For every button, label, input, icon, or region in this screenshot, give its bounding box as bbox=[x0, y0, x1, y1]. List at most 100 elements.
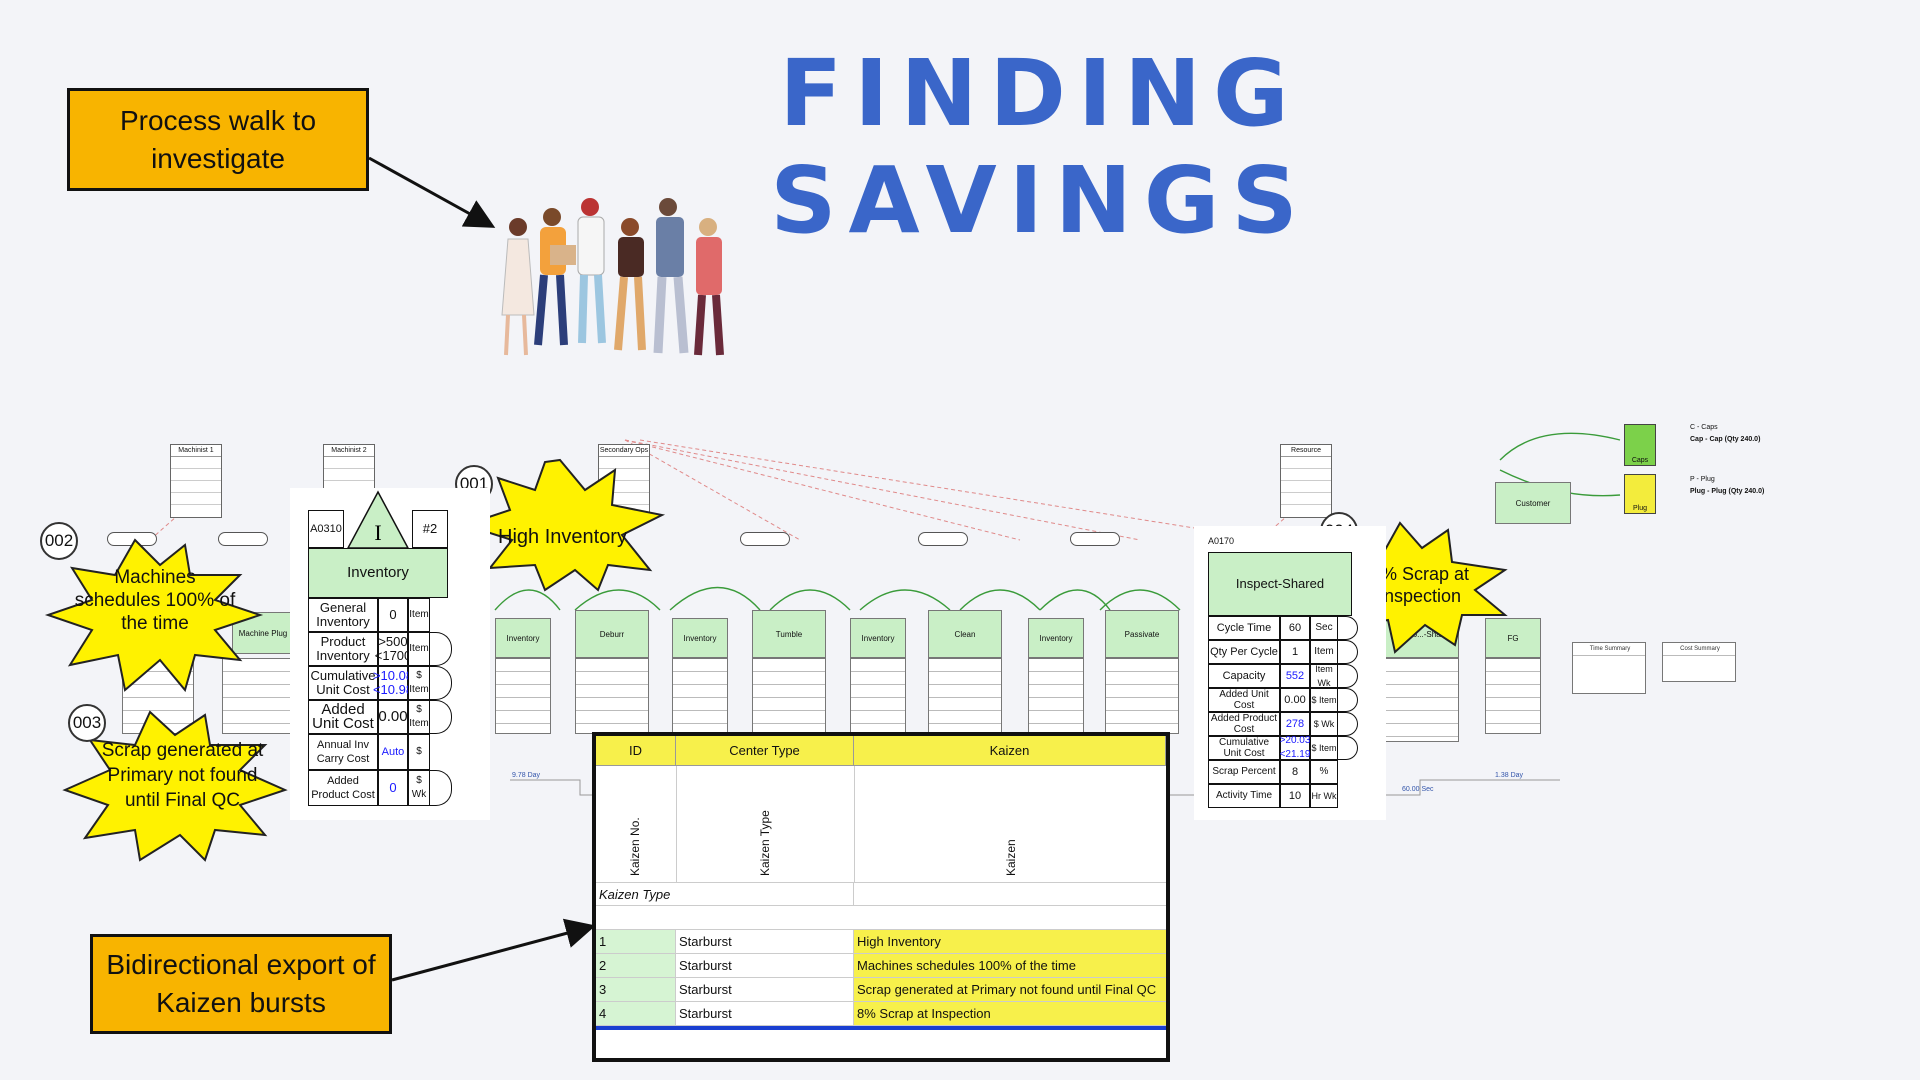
time-summary-box[interactable]: Time Summary bbox=[1572, 642, 1646, 694]
plug-product-icon[interactable]: Plug bbox=[1624, 474, 1656, 514]
inv-label: Added Product Cost bbox=[308, 770, 378, 806]
inv-label: Cumulative Unit Cost bbox=[308, 666, 378, 700]
resource-pill[interactable] bbox=[218, 532, 268, 546]
process-data-box bbox=[1028, 658, 1084, 734]
burst-003-text: Scrap generated at Primary not found unt… bbox=[101, 740, 264, 811]
insp-value: 278 bbox=[1280, 712, 1310, 736]
resource-box-1[interactable]: Machinist 1 bbox=[170, 444, 222, 518]
vertical-cell: Kaizen Type bbox=[676, 766, 855, 882]
insp-unit: Hr Wk bbox=[1310, 784, 1338, 808]
process-data-box bbox=[672, 658, 728, 734]
timeline-label: 9.78 Day bbox=[512, 772, 541, 779]
insp-label: Qty Per Cycle bbox=[1208, 640, 1280, 664]
row-2-kaizen[interactable]: Machines schedules 100% of the time bbox=[854, 954, 1166, 978]
inv-value: 0 bbox=[378, 598, 408, 632]
insp-value: >20.03 <21.19 bbox=[1279, 735, 1311, 760]
row-1-type[interactable]: Starburst bbox=[676, 930, 854, 954]
process-header-inventory[interactable]: Inventory bbox=[495, 618, 551, 658]
row-4-type[interactable]: Starburst bbox=[676, 1002, 854, 1026]
process-data-box bbox=[850, 658, 906, 734]
cost-summary-box[interactable]: Cost Summary bbox=[1662, 642, 1736, 682]
inventory-detail-panel[interactable]: A0310 I #2 Inventory General Inventory 0… bbox=[290, 488, 490, 820]
process-data-box bbox=[122, 658, 194, 734]
row-3-id[interactable]: 3 bbox=[596, 978, 676, 1002]
process-data-box bbox=[928, 658, 1002, 734]
caps-label: Caps bbox=[1631, 457, 1649, 464]
row-4-id[interactable]: 4 bbox=[596, 1002, 676, 1026]
inv-value: 0.00 bbox=[378, 700, 408, 734]
row-3-kaizen[interactable]: Scrap generated at Primary not found unt… bbox=[854, 978, 1166, 1002]
timeline-label: 1.38 Day bbox=[1495, 772, 1524, 779]
process-data-box bbox=[495, 658, 551, 734]
process-header-fg[interactable]: FG bbox=[1485, 618, 1541, 658]
process-header-deburr[interactable]: Deburr bbox=[575, 610, 649, 658]
resource-title: Machinist 1 bbox=[171, 445, 221, 457]
process-header-passivate[interactable]: Passivate bbox=[1105, 610, 1179, 658]
process-data-box bbox=[752, 658, 826, 734]
inventory-num: #2 bbox=[412, 510, 448, 548]
process-header-inventory[interactable]: Inventory bbox=[1028, 618, 1084, 658]
row-1-id[interactable]: 1 bbox=[596, 930, 676, 954]
header-kaizen[interactable]: Kaizen bbox=[854, 736, 1166, 766]
row-2-id[interactable]: 2 bbox=[596, 954, 676, 978]
row-cap bbox=[1338, 664, 1358, 688]
resource-box-4[interactable]: Resource bbox=[1280, 444, 1332, 518]
plug-label: Plug bbox=[1632, 505, 1647, 512]
insp-label: Cumulative Unit Cost bbox=[1208, 736, 1280, 760]
inv-label: General Inventory bbox=[308, 598, 378, 632]
process-header-clean[interactable]: Clean bbox=[928, 610, 1002, 658]
process-header-machine-plug[interactable]: Machine Plug bbox=[232, 612, 294, 654]
blank-row bbox=[596, 906, 1166, 930]
process-data-box bbox=[575, 658, 649, 734]
time-summary-title: Time Summary bbox=[1573, 643, 1645, 656]
people-illustration bbox=[501, 198, 724, 356]
kaizen-type-blank bbox=[854, 882, 1166, 906]
row-cap bbox=[430, 700, 452, 734]
caps-desc: Cap - Cap (Qty 240.0) bbox=[1690, 436, 1761, 443]
vertical-cell: Kaizen No. bbox=[596, 766, 677, 882]
resource-pill[interactable] bbox=[107, 532, 157, 546]
resource-pill[interactable] bbox=[918, 532, 968, 546]
header-id[interactable]: ID bbox=[596, 736, 676, 766]
header-center-type[interactable]: Center Type bbox=[676, 736, 854, 766]
row-2-type[interactable]: Starburst bbox=[676, 954, 854, 978]
inv-value: Auto bbox=[378, 734, 408, 770]
burst-004-text: 8% Scrap at Inspection bbox=[1370, 564, 1470, 606]
row-4-kaizen[interactable]: 8% Scrap at Inspection bbox=[854, 1002, 1166, 1026]
insp-unit: Item Wk bbox=[1310, 664, 1338, 688]
vertical-kaizen-type: Kaizen Type bbox=[758, 810, 772, 876]
row-3-type[interactable]: Starburst bbox=[676, 978, 854, 1002]
row-cap bbox=[1338, 640, 1358, 664]
process-header-tumble[interactable]: Tumble bbox=[752, 610, 826, 658]
insp-label: Cycle Time bbox=[1208, 616, 1280, 640]
insp-value: 60 bbox=[1280, 616, 1310, 640]
caps-code: C - Caps bbox=[1690, 424, 1718, 431]
inv-unit: $ Wk bbox=[408, 770, 430, 806]
inv-unit: $ bbox=[408, 734, 430, 770]
kaizen-table[interactable]: ID Center Type Kaizen Kaizen No. Kaizen … bbox=[592, 732, 1170, 1062]
vertical-kaizen-no: Kaizen No. bbox=[628, 817, 642, 876]
caps-product-icon[interactable]: Caps bbox=[1624, 424, 1656, 466]
process-data-box bbox=[1105, 658, 1179, 734]
row-cap bbox=[1338, 736, 1358, 760]
resource-pill[interactable] bbox=[1070, 532, 1120, 546]
process-header-customer[interactable]: Customer bbox=[1495, 482, 1571, 524]
insp-value: 0.00 bbox=[1280, 688, 1310, 712]
process-data-box bbox=[1485, 658, 1541, 734]
vertical-kaizen: Kaizen bbox=[1004, 839, 1018, 876]
process-header-inventory[interactable]: Inventory bbox=[850, 618, 906, 658]
process-header-inventory[interactable]: Inventory bbox=[672, 618, 728, 658]
resource-title: Resource bbox=[1281, 445, 1331, 457]
resource-pill[interactable] bbox=[740, 532, 790, 546]
inspect-detail-panel[interactable]: A0170 Inspect-Shared Cycle Time 60 Sec Q… bbox=[1194, 526, 1386, 820]
row-cap bbox=[430, 770, 452, 806]
row-1-kaizen[interactable]: High Inventory bbox=[854, 930, 1166, 954]
resource-box-3[interactable]: Secondary Ops bbox=[598, 444, 650, 518]
process-header-job-shared[interactable]: Job Co...-Shared bbox=[1385, 610, 1459, 658]
process-data-box bbox=[1385, 658, 1459, 742]
burst-001-text: High Inventory bbox=[498, 526, 627, 548]
process-walk-callout: Process walk to investigate bbox=[67, 88, 369, 191]
walk-arrow bbox=[368, 156, 496, 228]
inspect-id: A0170 bbox=[1206, 530, 1236, 552]
inspect-title: Inspect-Shared bbox=[1208, 552, 1352, 616]
